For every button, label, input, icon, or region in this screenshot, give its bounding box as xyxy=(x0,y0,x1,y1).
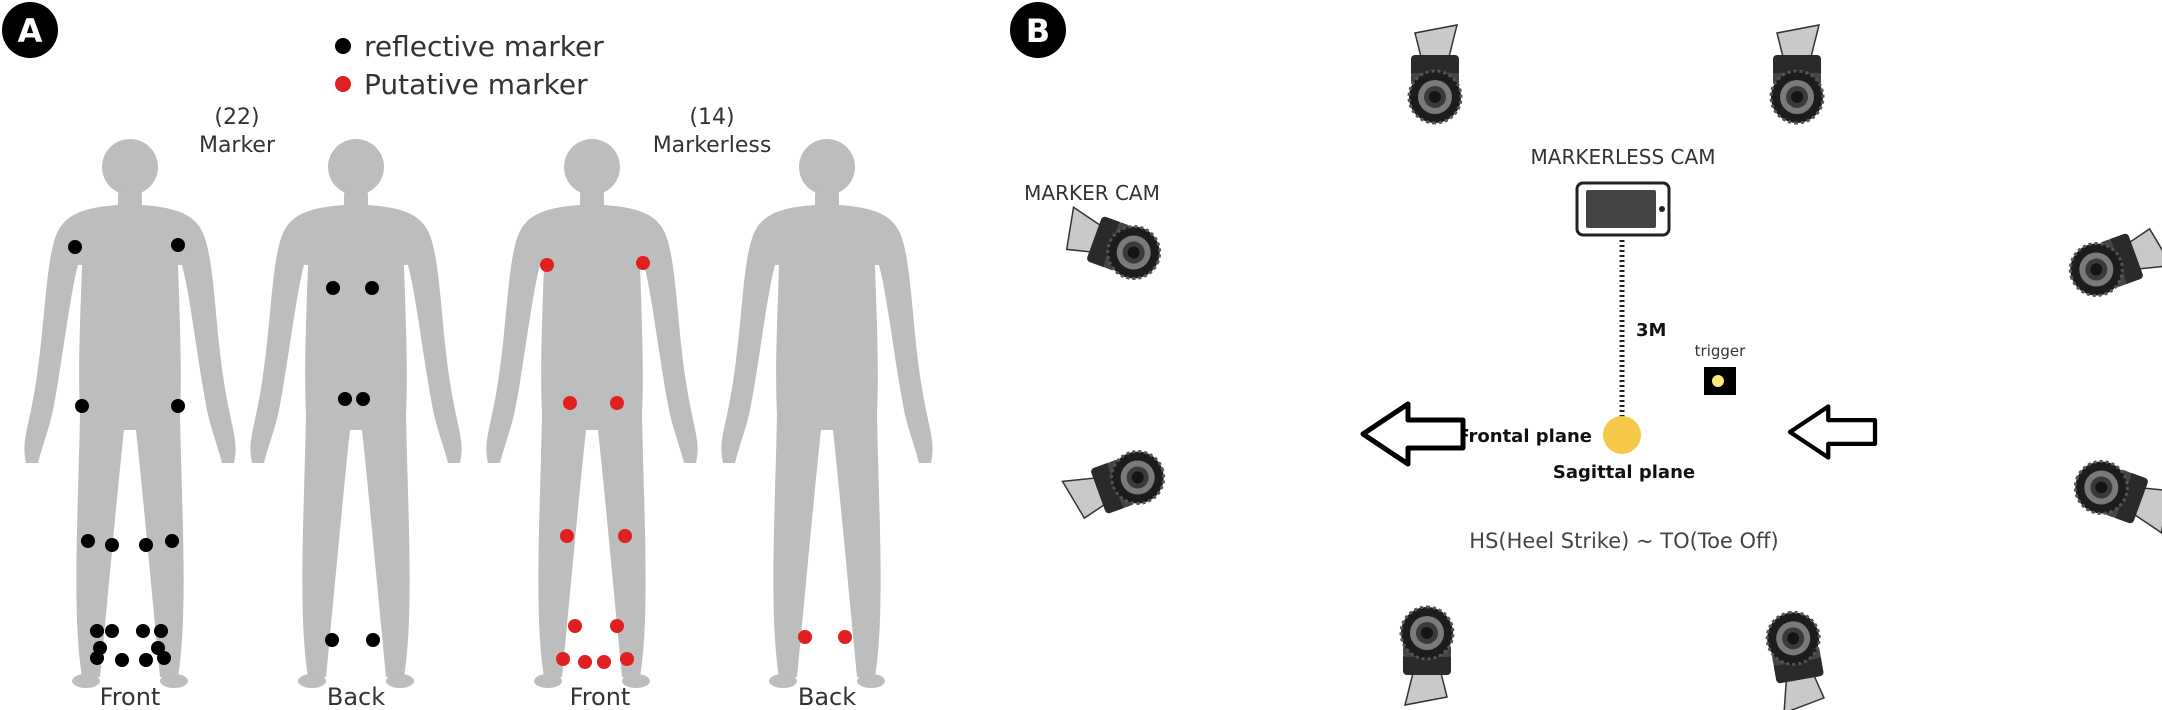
smartphone-icon xyxy=(1575,181,1671,237)
frontal-plane-label: Frontal plane xyxy=(1457,426,1592,447)
marker-dot xyxy=(568,619,582,633)
marker-camera-icon xyxy=(1059,442,1173,529)
legend-reflective-swatch xyxy=(335,38,351,54)
panel-a: A reflective marker Putative marker (22)… xyxy=(2,2,933,710)
legend-putative-label: Putative marker xyxy=(364,68,588,101)
marker-dot xyxy=(540,258,554,272)
marker-dot xyxy=(81,534,95,548)
markers-front-marker xyxy=(68,238,185,667)
marker-dot xyxy=(618,529,632,543)
marker-camera-icon xyxy=(1399,605,1455,707)
marker-dot xyxy=(326,281,340,295)
marker-dot xyxy=(165,534,179,548)
panel-b-badge-circle xyxy=(1010,2,1066,58)
markerless-group-label: Markerless xyxy=(653,133,772,158)
legend-putative-swatch xyxy=(335,76,351,92)
figure-2-view-label: Back xyxy=(327,683,385,710)
marker-dot xyxy=(563,396,577,410)
gait-range-label: HS(Heel Strike) ~ TO(Toe Off) xyxy=(1469,529,1778,553)
marker-dot xyxy=(610,396,624,410)
marker-dot xyxy=(139,653,153,667)
marker-dot xyxy=(90,624,104,638)
panel-a-badge-circle xyxy=(2,2,58,58)
figure-back-markerless xyxy=(721,139,933,688)
sagittal-plane-label: Sagittal plane xyxy=(1553,462,1695,483)
marker-dot xyxy=(560,529,574,543)
panel-b: B MARKER CAM MARKERLESS CAM 3M trigger xyxy=(1010,2,2162,710)
marker-dot xyxy=(171,238,185,252)
marker-dot xyxy=(365,281,379,295)
marker-dot xyxy=(105,538,119,552)
figure-front-marker xyxy=(24,139,236,688)
marker-dot xyxy=(620,652,634,666)
trigger-label: trigger xyxy=(1695,342,1746,360)
panel-a-badge: A xyxy=(18,12,43,50)
marker-dot xyxy=(75,399,89,413)
walking-direction-arrow-left-icon xyxy=(1363,404,1463,464)
markers-back-markerless xyxy=(798,630,852,644)
markers-back-marker xyxy=(325,281,380,647)
marker-dot xyxy=(578,655,592,669)
legend-reflective-label: reflective marker xyxy=(364,30,604,63)
marker-cameras xyxy=(1055,23,2162,710)
marker-dot xyxy=(556,652,570,666)
marker-dot xyxy=(171,399,185,413)
marker-camera-icon xyxy=(1761,606,1833,710)
markers-front-markerless xyxy=(540,256,650,669)
marker-dot xyxy=(136,624,150,638)
marker-dot xyxy=(139,538,153,552)
marker-group-label: Marker xyxy=(199,133,276,158)
walking-direction-arrow-right-icon xyxy=(1790,407,1875,458)
markerless-count: (14) xyxy=(689,105,734,130)
marker-dot xyxy=(325,633,339,647)
marker-cam-label: MARKER CAM xyxy=(1024,181,1160,205)
marker-dot xyxy=(597,655,611,669)
markerless-cam-label: MARKERLESS CAM xyxy=(1531,145,1716,169)
marker-dot xyxy=(68,240,82,254)
marker-dot xyxy=(105,624,119,638)
marker-dot xyxy=(610,619,624,633)
marker-dot xyxy=(636,256,650,270)
subject-marker xyxy=(1603,416,1641,454)
marker-dot xyxy=(338,392,352,406)
marker-dot xyxy=(157,651,171,665)
marker-dot xyxy=(356,392,370,406)
marker-dot xyxy=(366,633,380,647)
figure-front-markerless xyxy=(486,139,698,688)
marker-dot xyxy=(838,630,852,644)
marker-camera-icon xyxy=(1407,23,1463,125)
figure-3-view-label: Front xyxy=(570,683,631,710)
figure-back-marker xyxy=(250,139,462,688)
marker-dot xyxy=(154,624,168,638)
marker-dot xyxy=(798,630,812,644)
marker-camera-icon xyxy=(1769,23,1825,125)
trigger-light-icon xyxy=(1712,375,1724,387)
marker-camera-icon xyxy=(2061,218,2162,305)
marker-count: (22) xyxy=(214,105,259,130)
distance-label: 3M xyxy=(1636,320,1666,341)
panel-b-badge: B xyxy=(1026,12,1050,50)
legend: reflective marker Putative marker xyxy=(335,30,604,101)
marker-dot xyxy=(115,653,129,667)
marker-dot xyxy=(90,651,104,665)
marker-camera-icon xyxy=(2066,452,2162,539)
figure-1-view-label: Front xyxy=(100,683,161,710)
figure-4-view-label: Back xyxy=(798,683,856,710)
marker-camera-icon xyxy=(1055,201,1169,288)
